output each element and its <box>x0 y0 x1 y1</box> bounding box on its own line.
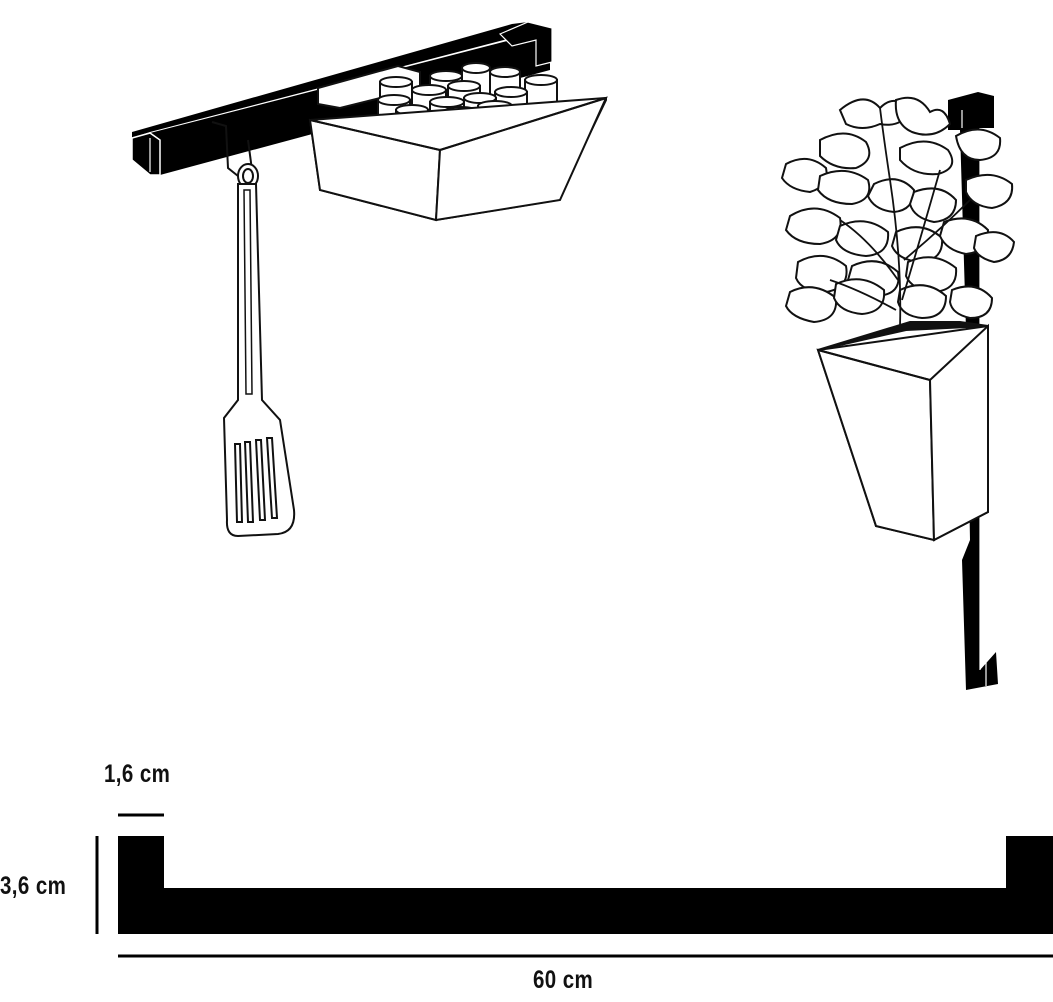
width-dimension-label: 1,6 cm <box>104 760 171 788</box>
length-dimension-label: 60 cm <box>533 966 594 994</box>
height-dimension-label: 3,6 cm <box>0 872 67 900</box>
spice-basket-icon <box>308 62 608 222</box>
rail-profile <box>118 836 1053 934</box>
plant-pot-icon <box>780 96 1016 542</box>
spatula-icon <box>211 121 296 538</box>
plant-leaves <box>780 96 1016 324</box>
dimension-diagram <box>95 813 1053 958</box>
